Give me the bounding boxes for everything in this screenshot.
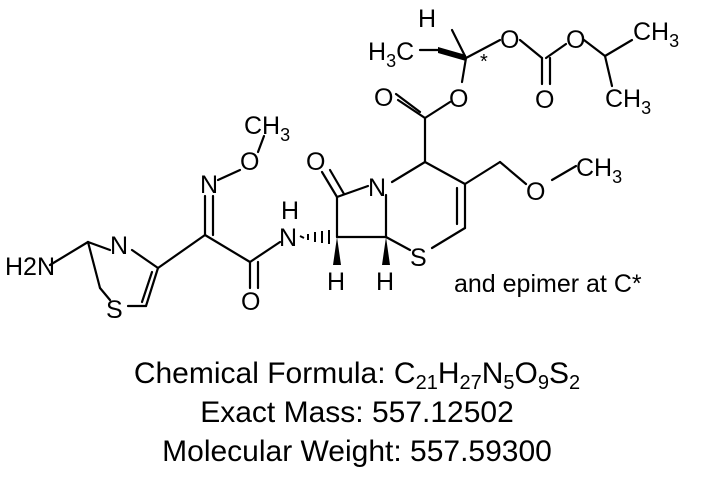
formula-subscript: 27 xyxy=(459,372,482,394)
formula-subscript: 9 xyxy=(537,372,550,394)
molecular-weight: Molecular Weight: 557.59300 xyxy=(162,435,552,468)
h-right-label: H xyxy=(376,268,394,296)
ring-s-label: S xyxy=(410,244,427,272)
ester-carbonyl-o-label: O xyxy=(374,84,393,112)
amide-o-label: O xyxy=(241,288,260,316)
lactam-n-label: N xyxy=(368,174,386,202)
carbonate-o1-label: O xyxy=(500,26,519,54)
carbonate-o2-label: O xyxy=(566,26,585,54)
lactam-o-label: O xyxy=(306,148,325,176)
amide-n-label: N xyxy=(279,224,297,252)
formula-subscript: 21 xyxy=(415,372,438,394)
formula-subscript: 2 xyxy=(569,372,581,394)
formula-subscript: 5 xyxy=(503,372,515,394)
oxime-n-label: N xyxy=(200,171,218,199)
side-o-label: O xyxy=(526,178,545,206)
molecule-structure: H2N N S N O CH3 O H N O N S H H O O O CH… xyxy=(5,5,679,324)
amide-h-label: H xyxy=(281,197,299,225)
chemical-formula: Chemical Formula: C21H27N5O9S2 xyxy=(133,357,581,394)
h-left-label: H xyxy=(327,268,345,296)
carbonate-o3-label: O xyxy=(535,86,554,114)
oxime-o-label: O xyxy=(240,148,259,176)
chiral-star: * xyxy=(480,51,488,73)
amine-label: H2N xyxy=(5,253,55,281)
thiazole-s-label: S xyxy=(106,296,123,324)
formula-value: C21H27N5O9S2 xyxy=(393,357,581,394)
h3c-label: H3C xyxy=(368,38,414,71)
epimer-note: and epimer at C* xyxy=(454,270,642,298)
ipr-ch3-top-label: CH3 xyxy=(633,18,679,51)
exact-mass: Exact Mass: 557.12502 xyxy=(200,396,514,429)
side-ch3-label: CH3 xyxy=(576,154,622,187)
ester-o-label: O xyxy=(449,85,468,113)
thiazole-n-label: N xyxy=(110,232,128,260)
methoxy-ch3-label: CH3 xyxy=(244,112,290,145)
ipr-ch3-bottom-label: CH3 xyxy=(605,85,651,118)
h-top-label: H xyxy=(418,5,436,33)
